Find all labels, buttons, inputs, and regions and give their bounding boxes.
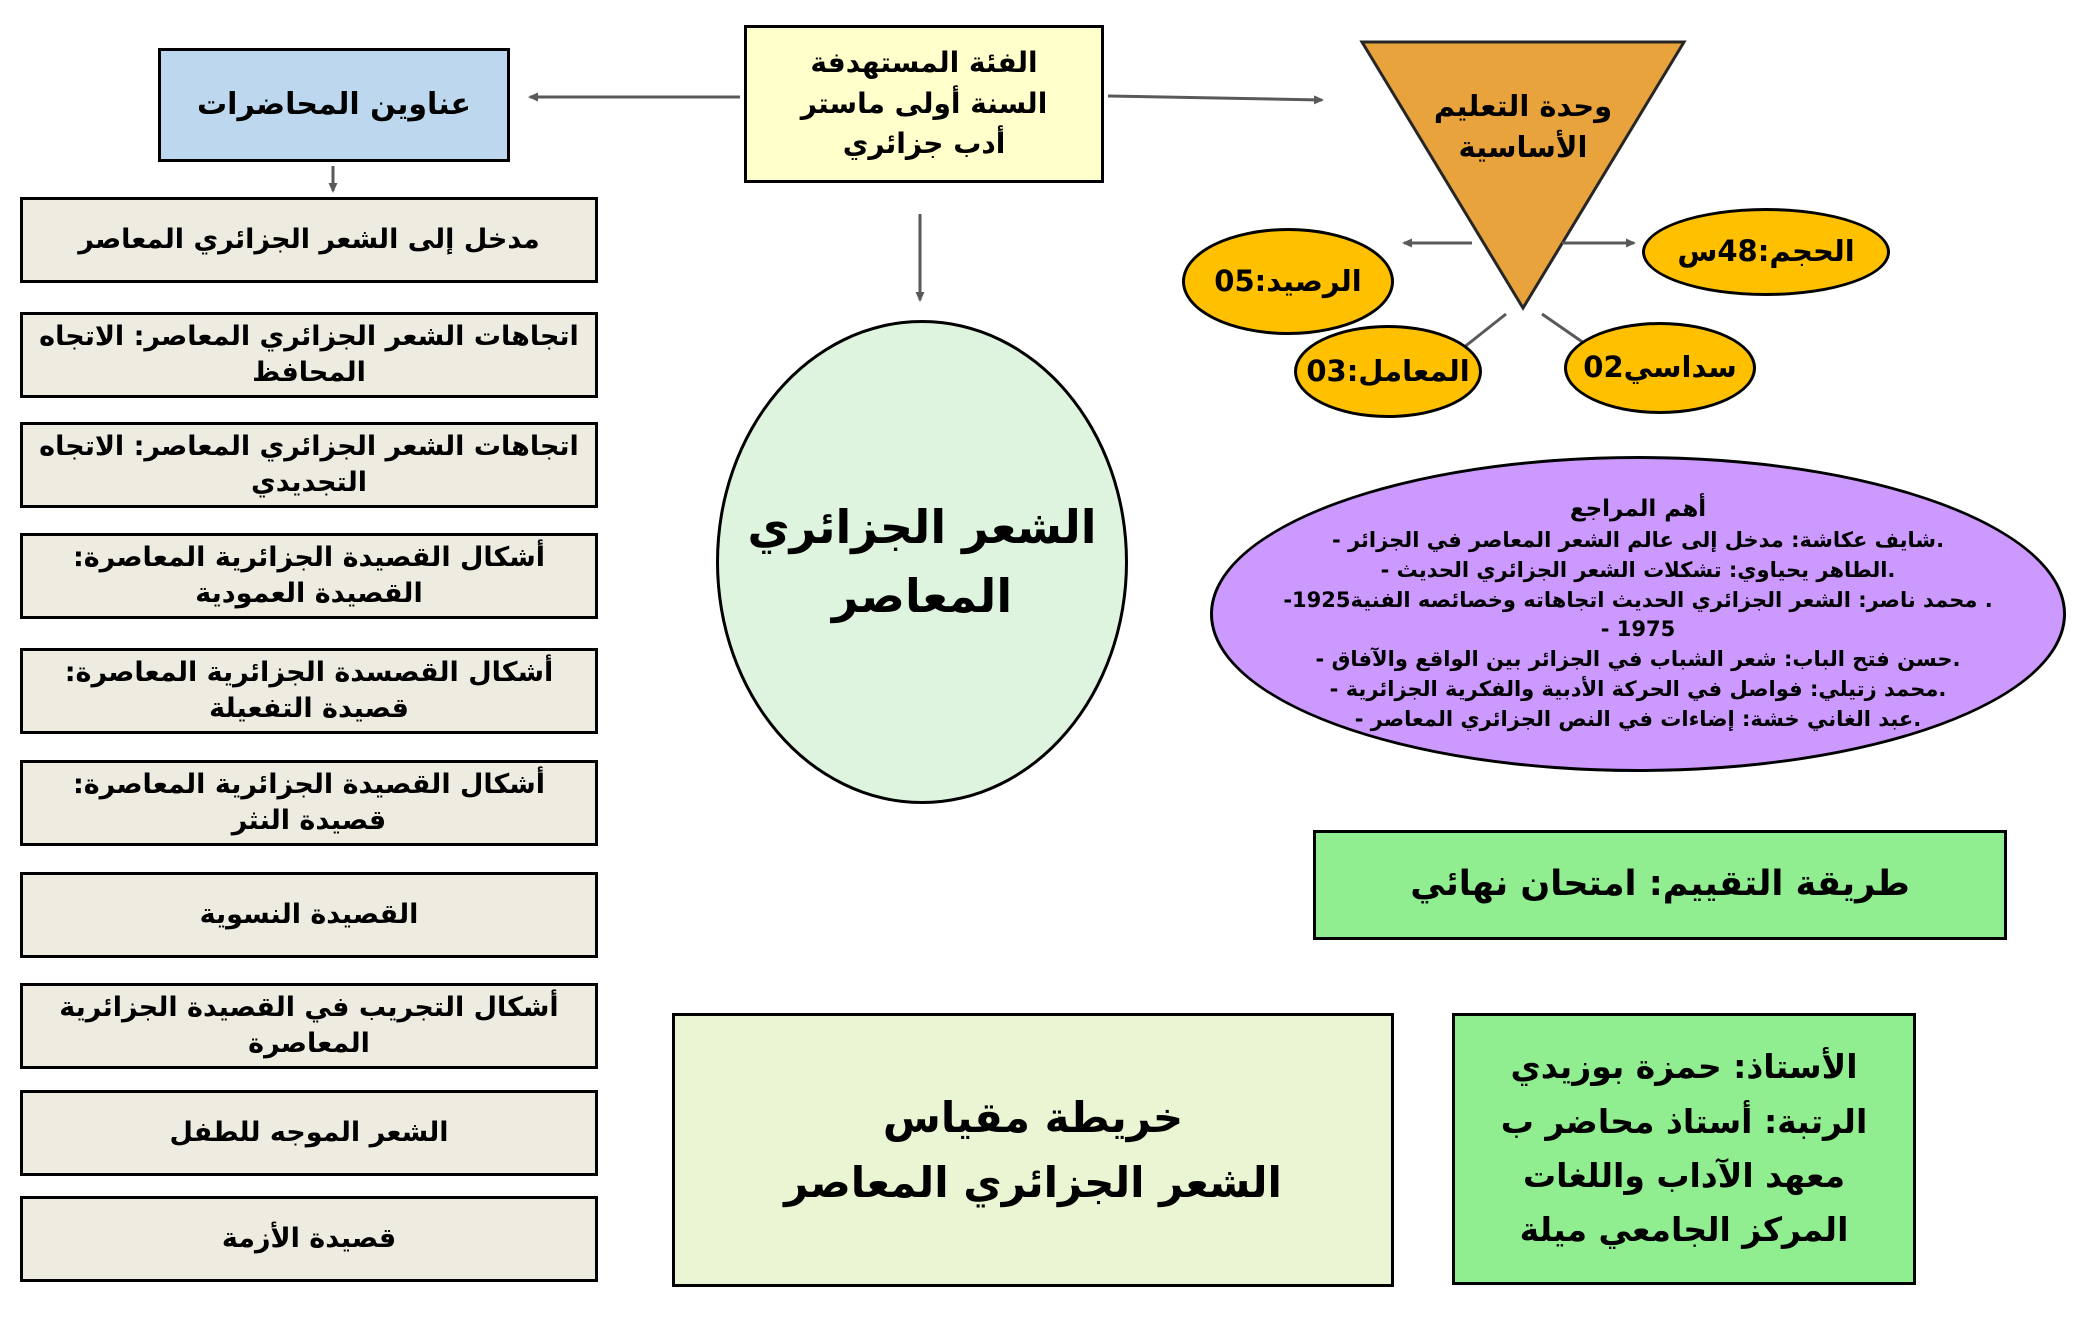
target-group-box: الفئة المستهدفة السنة أولى ماستر أدب جزا… [744,25,1104,183]
credit-label: الرصيد:05 [1214,263,1362,298]
lecture-box-1: مدخل إلى الشعر الجزائري المعاصر [20,197,598,283]
lecture-box-9: الشعر الموجه للطفل [20,1090,598,1176]
evaluation-box: طريقة التقييم: امتحان نهائي [1313,830,2007,940]
lecture-box-5: أشكال القصسدة الجزائرية المعاصرة: قصيدة … [20,648,598,734]
lecture-box-6: أشكال القصيدة الجزائرية المعاصرة: قصيدة … [20,760,598,846]
target-group-line: الفئة المستهدفة [810,46,1038,80]
coefficient-label: المعامل:03 [1306,353,1470,388]
arrow-target-to-unit [1107,94,1324,105]
reference-item: .الطاهر يحياوي: تشكلات الشعر الجزائري ال… [1380,557,1896,582]
coefficient-ellipse: المعامل:03 [1294,325,1482,418]
target-group-line: السنة أولى ماستر [800,86,1048,120]
target-group-line: أدب جزائري [842,127,1006,161]
reference-item: .عبد الغاني خشة: إضاءات في النص الجزائري… [1354,706,1922,731]
professor-box: الأستاذ: حمزة بوزيدي الرتبة: أستاذ محاضر… [1452,1013,1916,1285]
volume-label: الحجم:48س [1677,234,1855,269]
credit-ellipse: الرصيد:05 [1182,228,1394,335]
lecture-box-3: اتجاهات الشعر الجزائري المعاصر: الاتجاه … [20,422,598,508]
reference-item: .حسن فتح الباب: شعر الشباب في الجزائر بي… [1315,647,1961,672]
references-title: أهم المراجع [1569,496,1707,523]
semester-ellipse: سداسي02 [1564,322,1756,414]
lecture-box-7: القصيدة النسوية [20,872,598,958]
lectures-header-box: عناوين المحاضرات [158,48,510,162]
map-title-box: خريطة مقياس الشعر الجزائري المعاصر [672,1013,1394,1287]
lecture-box-8: أشكال التجريب في القصيدة الجزائرية المعا… [20,983,598,1069]
volume-ellipse: الحجم:48س [1642,208,1890,296]
semester-label: سداسي02 [1583,350,1737,385]
teaching-unit-label: وحدة التعليم الأساسية [1433,89,1613,164]
evaluation-label: طريقة التقييم: امتحان نهائي [1410,864,1910,905]
lecture-box-2: اتجاهات الشعر الجزائري المعاصر: الاتجاه … [20,312,598,398]
lectures-header-label: عناوين المحاضرات [197,86,471,122]
lecture-box-4: أشكال القصيدة الجزائرية المعاصرة: القصيد… [20,533,598,619]
main-topic-circle: الشعر الجزائري المعاصر [716,320,1128,804]
lecture-box-10: قصيدة الأزمة [20,1196,598,1282]
teaching-unit-triangle [1359,40,1687,311]
reference-item: .شايف عكاشة: مدخل إلى عالم الشعر المعاصر… [1331,527,1945,552]
references-ellipse: أهم المراجع .شايف عكاشة: مدخل إلى عالم ا… [1210,456,2066,772]
reference-item: .محمد زتيلي: فواصل في الحركة الأدبية وال… [1329,677,1947,702]
reference-item: . محمد ناصر: الشعر الجزائري الحديث اتجاه… [1283,587,1993,642]
